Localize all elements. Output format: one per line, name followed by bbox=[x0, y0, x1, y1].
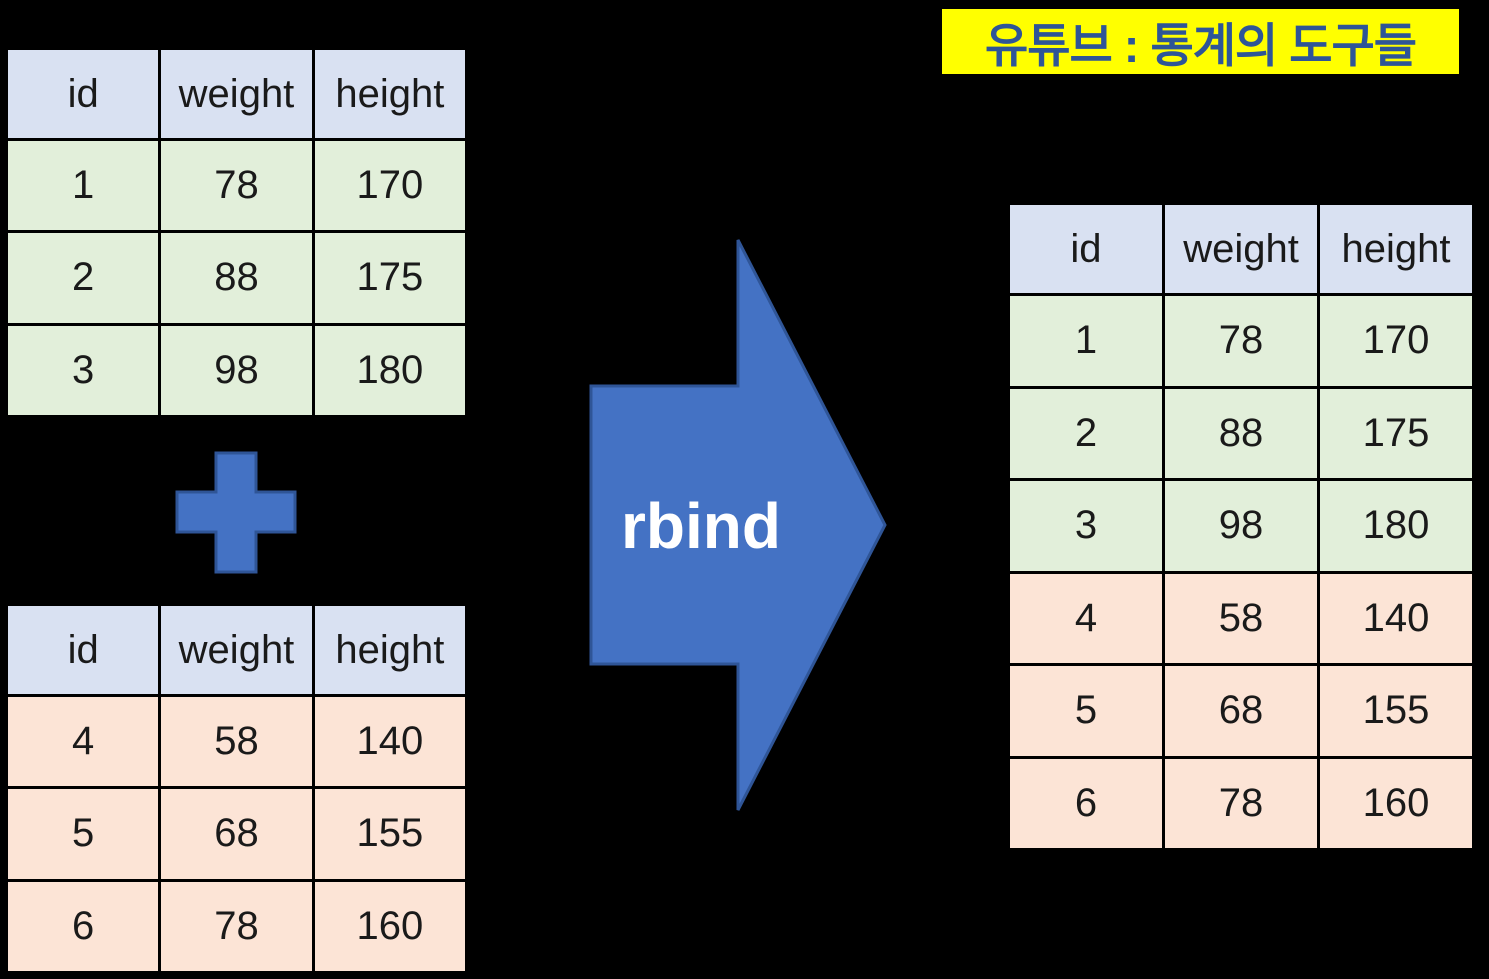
table-cell: 155 bbox=[311, 786, 469, 882]
table-cell: 88 bbox=[1162, 385, 1320, 481]
column-header-id: id bbox=[4, 603, 162, 697]
table-cell: 78 bbox=[1162, 755, 1320, 851]
table-cell: 78 bbox=[158, 137, 315, 234]
column-header-weight: weight bbox=[1162, 202, 1320, 296]
column-header-weight: weight bbox=[158, 603, 315, 697]
table-cell: 170 bbox=[1317, 293, 1475, 389]
table-cell: 4 bbox=[4, 693, 162, 790]
youtube-banner: 유튜브 : 통계의 도구들 bbox=[942, 9, 1459, 74]
plus-icon bbox=[175, 451, 297, 574]
table-cell: 140 bbox=[311, 693, 469, 790]
banner-text: 유튜브 : 통계의 도구들 bbox=[985, 19, 1417, 72]
table-cell: 160 bbox=[311, 878, 469, 975]
column-header-id: id bbox=[4, 47, 162, 141]
table-cell: 140 bbox=[1317, 570, 1475, 666]
table-cell: 3 bbox=[1007, 478, 1165, 574]
table-cell: 88 bbox=[158, 230, 315, 326]
table-cell: 160 bbox=[1317, 755, 1475, 851]
column-header-id: id bbox=[1007, 202, 1165, 296]
table-cell: 170 bbox=[311, 137, 469, 234]
table-cell: 2 bbox=[1007, 385, 1165, 481]
table-cell: 6 bbox=[4, 878, 162, 975]
table-cell: 3 bbox=[4, 322, 162, 419]
table-cell: 155 bbox=[1317, 663, 1475, 759]
table-cell: 98 bbox=[158, 322, 315, 419]
table-cell: 2 bbox=[4, 230, 162, 326]
column-header-height: height bbox=[311, 47, 469, 141]
column-header-weight: weight bbox=[158, 47, 315, 141]
rbind-arrow-icon bbox=[589, 239, 887, 811]
table-cell: 1 bbox=[4, 137, 162, 234]
table-cell: 5 bbox=[4, 786, 162, 882]
plus-shape bbox=[175, 451, 297, 574]
table-cell: 98 bbox=[1162, 478, 1320, 574]
table-cell: 1 bbox=[1007, 293, 1165, 389]
table-cell: 175 bbox=[311, 230, 469, 326]
arrow-shape bbox=[589, 239, 887, 811]
table-cell: 180 bbox=[311, 322, 469, 419]
column-header-height: height bbox=[311, 603, 469, 697]
table-cell: 4 bbox=[1007, 570, 1165, 666]
table-cell: 78 bbox=[1162, 293, 1320, 389]
table-cell: 180 bbox=[1317, 478, 1475, 574]
table-cell: 58 bbox=[1162, 570, 1320, 666]
table-cell: 58 bbox=[158, 693, 315, 790]
rbind-label: rbind bbox=[621, 490, 781, 562]
table-cell: 78 bbox=[158, 878, 315, 975]
column-header-height: height bbox=[1317, 202, 1475, 296]
table-cell: 68 bbox=[1162, 663, 1320, 759]
table-cell: 175 bbox=[1317, 385, 1475, 481]
table-cell: 68 bbox=[158, 786, 315, 882]
table-cell: 5 bbox=[1007, 663, 1165, 759]
table-cell: 6 bbox=[1007, 755, 1165, 851]
